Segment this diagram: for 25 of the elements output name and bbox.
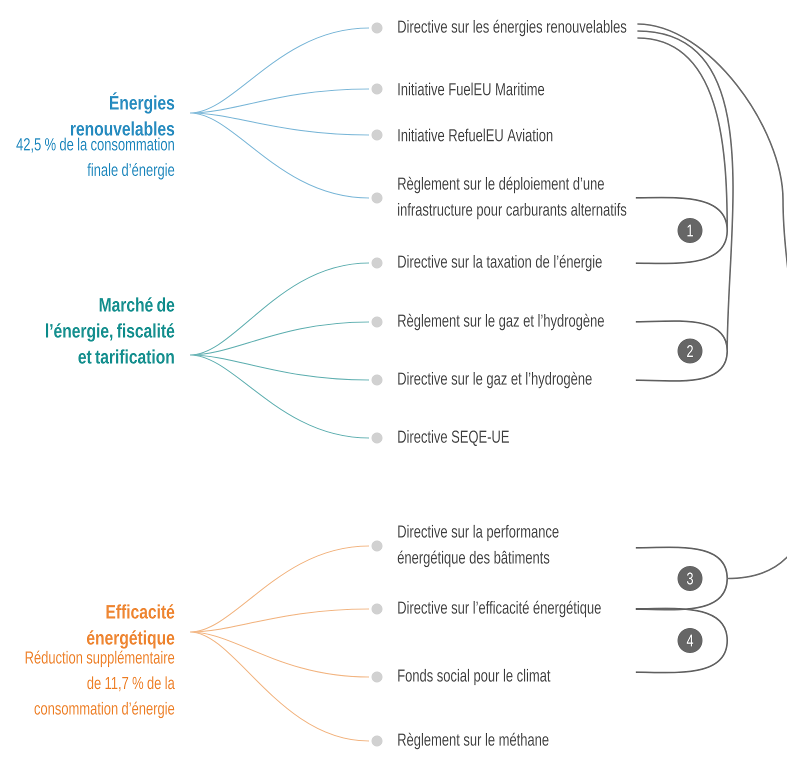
- branch-line: [190, 354, 370, 439]
- branch-line: [190, 112, 370, 199]
- list-item: Règlement sur le déploiement d’une infrastructure pour carburants alternatifs: [398, 176, 626, 220]
- list-item: Directive sur les énergies renouvelables: [398, 20, 626, 36]
- branch-line: [190, 631, 370, 742]
- numbered-bracket: 3: [636, 546, 728, 610]
- connector-curve: [637, 23, 787, 580]
- list-item: Initiative FuelEU Maritime: [398, 82, 544, 96]
- connector-curve: [637, 30, 734, 352]
- list-item: Directive sur la performance énergétique des bâtiments: [398, 524, 559, 568]
- list-item: Fonds social pour le climat: [398, 668, 550, 686]
- numbered-bracket: 2: [636, 320, 728, 382]
- numbered-bracket: 1: [636, 196, 728, 264]
- category-heading: Énergies renouvelables 42,5 % de la consommation finale d’énergie: [16, 92, 174, 180]
- list-item: Initiative RefuelEU Aviation: [398, 128, 552, 142]
- list-item: Directive SEQE-UE: [398, 430, 509, 446]
- category-heading: Efficacité énergétique Réduction supplémentaire de 11,7 % de la consommation d’énergie: [26, 604, 175, 718]
- list-item: Règlement sur le gaz et l’hydrogène: [398, 314, 604, 330]
- list-item: Règlement sur le méthane: [398, 732, 548, 750]
- list-item: Directive sur l’efficacité énergétique: [398, 600, 601, 618]
- list-item: Directive sur le gaz et l’hydrogène: [398, 372, 592, 388]
- numbered-bracket: 4: [636, 608, 728, 674]
- connector-curve: [637, 37, 728, 231]
- list-item: Directive sur la taxation de l’énergie: [398, 254, 602, 272]
- category-heading: Marché de l’énergie, fiscalité et tarification: [46, 297, 174, 364]
